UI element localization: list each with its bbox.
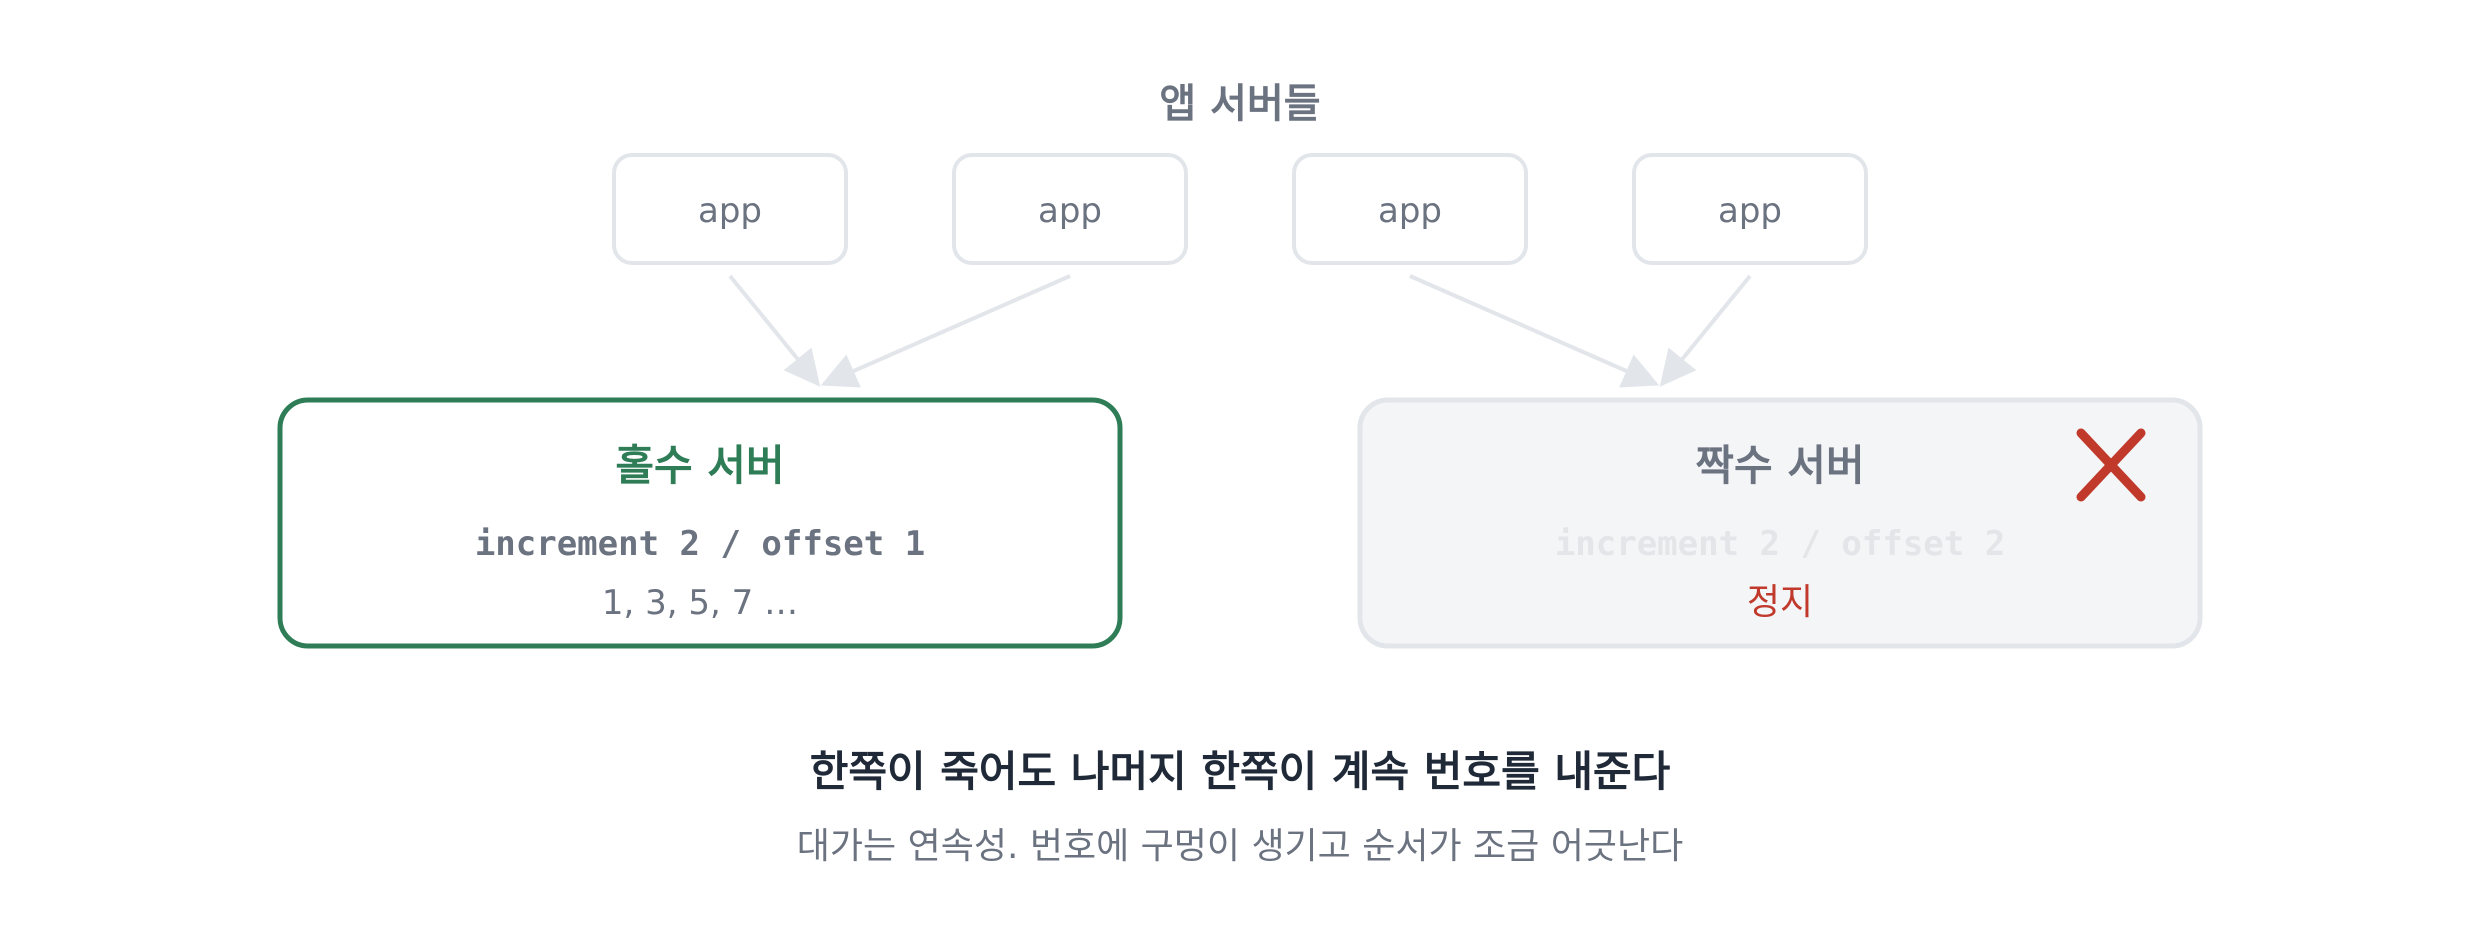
arrow-app4-to-even [1659,274,1752,387]
odd-server-config: increment 2 / offset 1 [475,524,925,564]
app-server-label: app [1038,191,1102,231]
arrow-app3-to-even [1409,274,1660,388]
even-server-config: increment 2 / offset 2 [1555,524,2005,564]
odd-server-box: 홀수 서버 increment 2 / offset 1 1, 3, 5, 7 … [277,397,1123,649]
app-server-3: app [1292,153,1528,265]
diagram-title: 앱 서버들 [1159,81,1320,127]
even-server-box: 짝수 서버 increment 2 / offset 2 정지 [1357,397,2203,649]
arrow-app1-to-odd [728,274,821,387]
app-server-1: app [612,153,848,265]
arrow-app2-to-odd [820,274,1071,388]
odd-server-title: 홀수 서버 [615,441,784,490]
even-server-title: 짝수 서버 [1695,441,1864,490]
app-server-label: app [698,191,762,231]
close-x-icon [2076,428,2146,502]
odd-server-sequence: 1, 3, 5, 7 … [602,583,798,623]
app-server-4: app [1632,153,1868,265]
app-server-2: app [952,153,1188,265]
caption-sub: 대가는 연속성. 번호에 구멍이 생기고 순서가 조금 어긋난다 [797,826,1683,867]
app-server-label: app [1718,191,1782,231]
app-server-label: app [1378,191,1442,231]
caption-main: 한쪽이 죽어도 나머지 한쪽이 계속 번호를 내준다 [810,747,1671,796]
even-server-status: 정지 [1747,582,1813,623]
